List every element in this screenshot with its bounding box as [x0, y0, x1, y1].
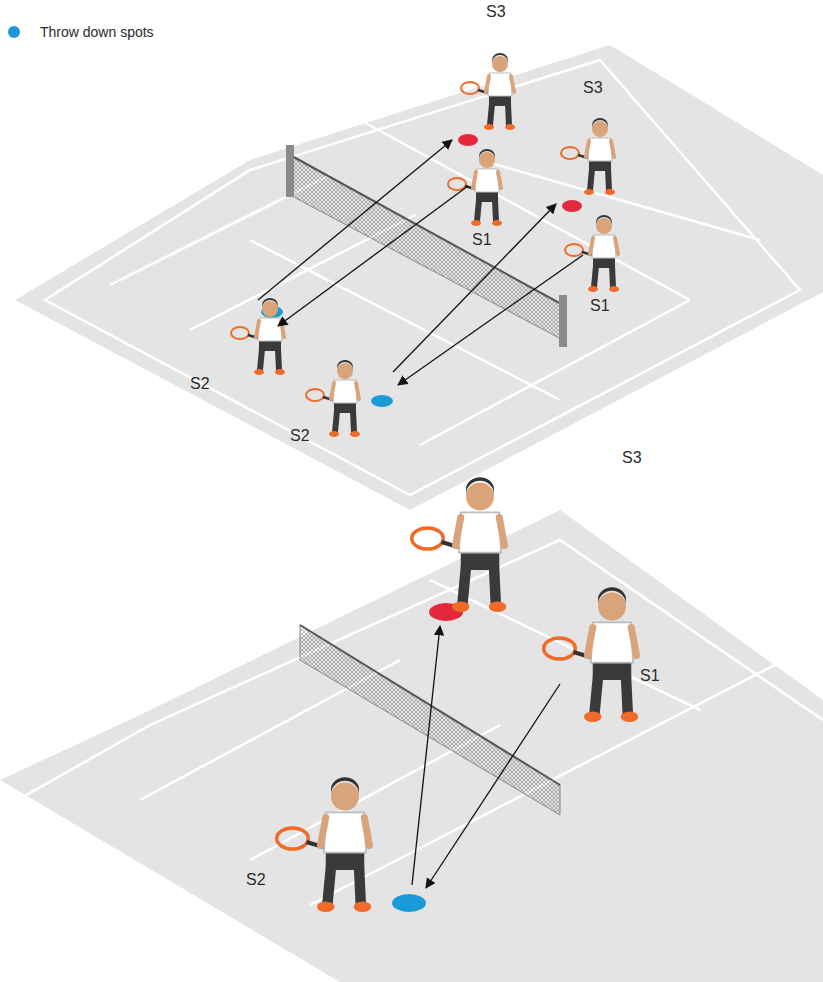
- player-label: S3: [622, 450, 642, 466]
- player-label: S3: [486, 4, 506, 20]
- player-label: S1: [590, 298, 610, 314]
- player-label: S2: [246, 872, 266, 888]
- player-label: S2: [190, 376, 210, 392]
- player-label: S3: [583, 80, 603, 96]
- player-label: S1: [472, 232, 492, 248]
- legend-row: Throw down spots: [8, 24, 154, 40]
- legend-swatch: [8, 26, 20, 38]
- legend-text: Throw down spots: [40, 24, 154, 40]
- player-label: S2: [290, 428, 310, 444]
- player-label: S1: [640, 668, 660, 684]
